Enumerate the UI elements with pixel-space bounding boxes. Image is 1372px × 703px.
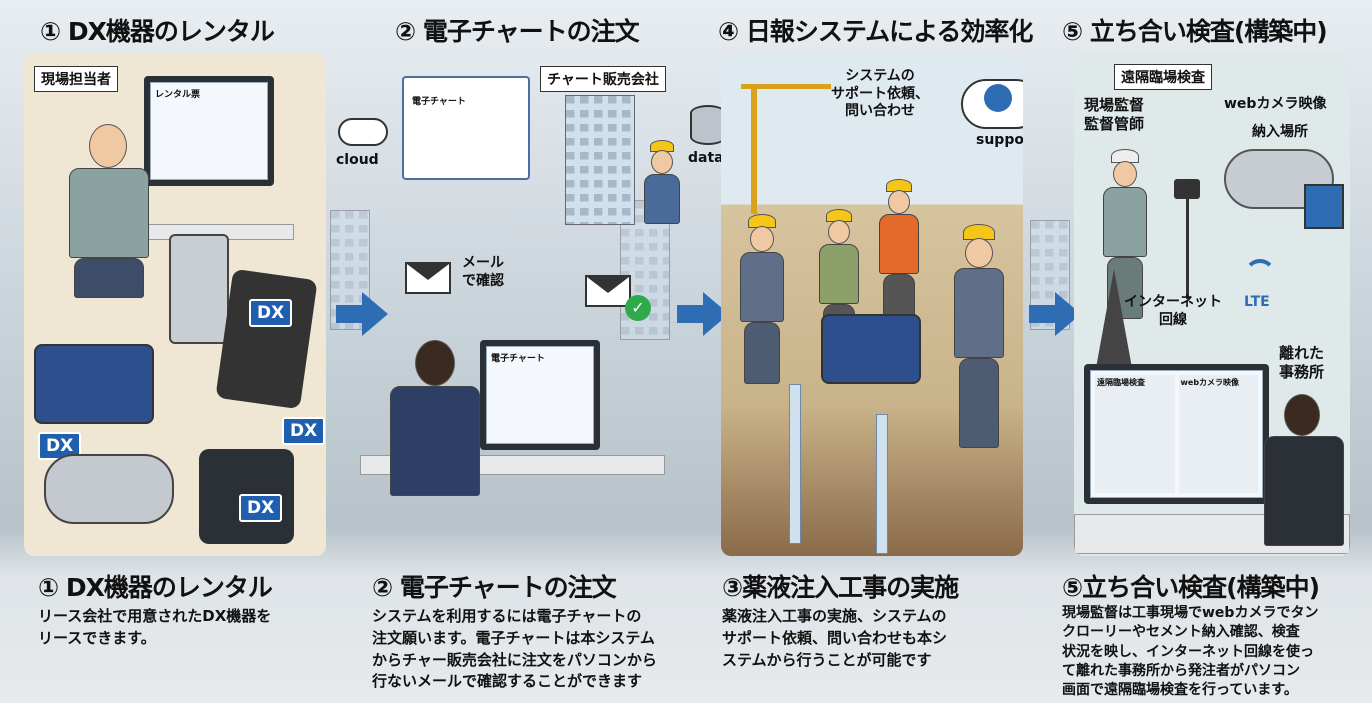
screen-panel-left: 遠隔臨場検査 <box>1095 375 1175 493</box>
truck-cab <box>1304 184 1344 229</box>
webcam-label: webカメラ映像 <box>1224 96 1327 112</box>
crane-arm <box>741 84 831 89</box>
top-title-1: ① DX機器のレンタル <box>40 17 275 46</box>
supervisor-label: 現場監督 監督管師 <box>1084 96 1145 133</box>
mail-label: メール で確認 <box>462 255 504 289</box>
top-title-4: ④ 日報システムによる効率化 <box>718 17 1033 46</box>
monitor: レンタル票 <box>144 76 274 186</box>
screen-title: レンタル票 <box>150 82 268 180</box>
data-label: data <box>688 150 724 166</box>
dx-badge: DX <box>249 299 293 327</box>
company-building <box>565 95 635 225</box>
mail-icon <box>585 275 631 307</box>
lte-label: LTE <box>1244 294 1270 310</box>
screen-panel-right: webカメラ映像 <box>1178 375 1258 493</box>
section-text-3: 薬液注入工事の実施、システムの サポート依頼、問い合わせも本シ ステムから行うこ… <box>722 607 948 669</box>
order-form-window: 電子チャート <box>402 76 530 180</box>
webcam-tripod <box>1174 179 1200 199</box>
check-icon: ✓ <box>625 295 651 321</box>
delivery-label: 納入場所 <box>1252 124 1308 140</box>
top-title-5: ⑤ 立ち合い検査(構築中) <box>1062 17 1328 46</box>
form-title: 電子チャート <box>412 97 466 107</box>
injection-pump <box>821 314 921 384</box>
worker-at-desk <box>54 124 164 324</box>
company-staff <box>640 140 680 230</box>
screen-title: 電子チャート <box>486 346 594 444</box>
monitor: 電子チャート <box>480 340 600 450</box>
company-tag: チャート販売会社 <box>540 66 666 92</box>
internet-label: インターネット 回線 <box>1124 294 1222 328</box>
crane <box>751 84 757 214</box>
client-at-office <box>1259 394 1349 554</box>
section-text-5: 現場監督は工事現場でwebカメラでタン クローリーやセメント納入確認、検査 状況… <box>1062 605 1319 699</box>
worker <box>816 209 861 359</box>
antenna-tower-icon <box>1094 269 1134 379</box>
office-worker <box>375 340 485 550</box>
cloud-icon <box>338 118 388 146</box>
tripod-leg <box>1186 199 1189 299</box>
section-title-1: ① DX機器のレンタル <box>38 573 273 602</box>
pipe <box>876 414 888 554</box>
remote-inspection-tag: 遠隔臨場検査 <box>1114 64 1212 90</box>
section-text-2: システムを利用するには電子チャートの 注文願います。電子チャートは本システム か… <box>372 607 657 691</box>
cloud-label: cloud <box>336 152 379 168</box>
office-label: 離れた 事務所 <box>1279 344 1325 381</box>
pump-device <box>34 344 154 424</box>
panel-remote-inspection: 遠隔臨場検査 現場監督 監督管師 webカメラ映像 納入場所 インターネット 回… <box>1074 54 1350 556</box>
headset-icon <box>984 84 1012 112</box>
dx-badge: DX <box>239 494 283 522</box>
wifi-icon <box>1244 259 1276 291</box>
flow-meter <box>44 454 174 524</box>
top-title-2: ② 電子チャートの注文 <box>395 17 640 46</box>
section-title-5: ⑤立ち合い検査(構築中) <box>1062 573 1320 602</box>
flow-arrow <box>336 292 388 336</box>
worker-with-tablet <box>951 224 1006 454</box>
section-title-3: ③薬液注入工事の実施 <box>722 573 959 602</box>
support-request-label: システムの サポート依頼、 問い合わせ <box>831 68 929 119</box>
panel-construction: システムの サポート依頼、 問い合わせ support <box>721 54 1023 556</box>
section-text-1: リース会社で用意されたDX機器を リースできます。 <box>38 607 272 647</box>
gauge-device <box>169 234 229 344</box>
panel-dx-rental: 現場担当者 レンタル票 DX DX DX DX <box>24 54 326 556</box>
worker <box>876 179 921 329</box>
dx-badge: DX <box>282 417 326 445</box>
support-label: support <box>976 132 1023 148</box>
role-tag: 現場担当者 <box>34 66 118 92</box>
section-title-2: ② 電子チャートの注文 <box>372 573 617 602</box>
worker <box>736 214 786 384</box>
mail-icon <box>405 262 451 294</box>
office-monitor: 遠隔臨場検査 webカメラ映像 <box>1084 364 1269 504</box>
pipe <box>789 384 801 544</box>
tablet-device <box>215 268 318 410</box>
